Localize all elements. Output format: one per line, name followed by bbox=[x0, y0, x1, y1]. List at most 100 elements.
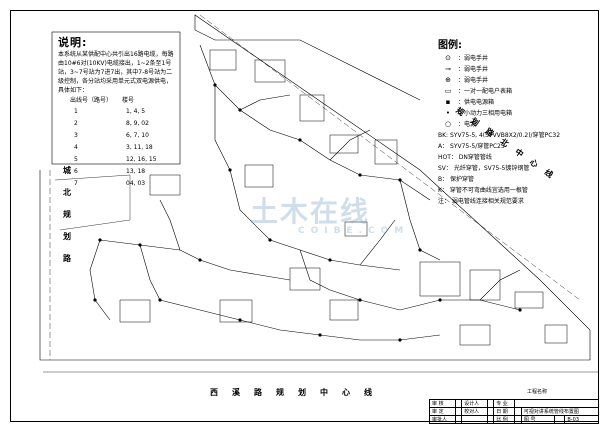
legend-label: A： SYV75-5/穿管PC25 bbox=[438, 143, 505, 150]
building-cell: 12, 16, 15 bbox=[126, 156, 157, 163]
legend-label: ：一对一配电户表箱 bbox=[458, 88, 513, 95]
legend-panel: 图例: ⊙ ：弱电手井 ⊸ ：弱电手井 ⊕ ：弱电手井 ▭：一对一配电户表箱 ▪ ：供电… bbox=[438, 40, 588, 207]
title-cell: 比 例 bbox=[493, 415, 516, 424]
building bbox=[469, 269, 501, 301]
building-cell: 8, 9, 02 bbox=[126, 120, 149, 127]
line-cell: 1 bbox=[74, 108, 78, 115]
line-cell: 5 bbox=[74, 156, 78, 163]
legend-label: SV： 光纤穿管，SV75-5镀锌钢管 bbox=[438, 165, 530, 172]
legend-item: K： 穿管不可弯曲线宜选用一根管 bbox=[438, 185, 588, 196]
legend-label: ：电源 bbox=[458, 121, 477, 128]
building-cell: 3, 11, 18 bbox=[126, 144, 153, 151]
legend-label: ：弱电手井 bbox=[458, 55, 489, 62]
legend-item: B： 保护穿管 bbox=[438, 174, 588, 185]
legend-item: ⊙ ：弱电手井 bbox=[438, 53, 588, 64]
legend-item: HOT： DN穿管管线 bbox=[438, 152, 588, 163]
legend-label: B： 保护穿管 bbox=[438, 176, 475, 183]
legend-item: A： SYV75-5/穿管PC25 bbox=[438, 141, 588, 152]
legend-label: ：小动力三相用电箱 bbox=[458, 110, 513, 117]
legend-label: K： 穿管不可弯曲线宜选用一根管 bbox=[438, 187, 528, 194]
title-cell bbox=[554, 415, 566, 424]
notes-box bbox=[51, 31, 181, 165]
dot-icon: • bbox=[445, 109, 451, 117]
title-block-row: 审 定 校对人 日 期 可视对讲系统管线布置图 bbox=[429, 407, 600, 416]
legend-label: 注： 弱电管线连接相关规范要求 bbox=[438, 198, 524, 205]
legend-item: ○ ：电源 bbox=[438, 119, 588, 130]
title-cell bbox=[514, 415, 522, 424]
building bbox=[254, 59, 286, 83]
title-block-row: 审 核 设计人 专 业 bbox=[429, 399, 599, 408]
building bbox=[344, 221, 368, 237]
legend-title: 图例: bbox=[438, 40, 462, 51]
building bbox=[544, 324, 568, 344]
legend-item: ▪ ：供电电源箱 bbox=[438, 97, 588, 108]
building bbox=[514, 291, 544, 309]
table-row: 1 1, 4, 5 bbox=[70, 108, 167, 120]
legend-label: BK: SYV75-5, 4(SPVVB8X2/0.2)/穿管PC32 bbox=[438, 132, 561, 139]
table-row: 3 6, 7, 10 bbox=[70, 132, 167, 144]
drawing-number: B-03 bbox=[564, 415, 599, 424]
building bbox=[219, 299, 253, 323]
road-label-left: 城北规划路 bbox=[63, 166, 71, 263]
building bbox=[209, 49, 237, 71]
site-boundary bbox=[39, 14, 591, 361]
line-cell: 4 bbox=[74, 144, 78, 151]
title-cell: 设计人 bbox=[461, 399, 488, 408]
watermark-main: 土木在线 bbox=[250, 195, 371, 228]
notes-title: 说明: bbox=[58, 36, 88, 49]
parcel-line bbox=[54, 174, 131, 231]
building bbox=[244, 164, 274, 188]
legend-item: SV： 光纤穿管，SV75-5镀锌钢管 bbox=[438, 163, 588, 174]
title-cell: 图 号 bbox=[520, 415, 556, 424]
building bbox=[419, 261, 461, 297]
road-label-bottom: 西溪路规划中心线 bbox=[210, 388, 386, 397]
table-row: 4 3, 11, 18 bbox=[70, 144, 167, 156]
building-cell: 6, 7, 10 bbox=[126, 132, 149, 139]
building-cell: 1, 4, 5 bbox=[126, 108, 146, 115]
title-block-row: 审批人 比 例 图 号 B-03 bbox=[429, 415, 599, 424]
table-header-building: 楼号 bbox=[122, 97, 135, 104]
line-dot-icon: ⊸ bbox=[445, 65, 451, 73]
legend-label: ：弱电手井 bbox=[458, 66, 489, 73]
circle-cross-icon: ⊕ bbox=[445, 76, 451, 84]
legend-item: BK: SYV75-5, 4(SPVVB8X2/0.2)/穿管PC32 bbox=[438, 130, 588, 141]
building bbox=[149, 174, 181, 196]
circle-icon: ○ bbox=[444, 120, 452, 128]
building bbox=[119, 299, 151, 323]
line-cell: 7 bbox=[74, 180, 78, 187]
watermark-logo: 土木在线 COIBE.COM bbox=[250, 190, 409, 236]
table-header-line: 出线号（路号） bbox=[70, 97, 113, 104]
legend-label: ：弱电手井 bbox=[458, 77, 489, 84]
legend-label: ：供电电源箱 bbox=[458, 99, 495, 106]
line-cell: 2 bbox=[74, 120, 78, 127]
road-centerline-right bbox=[199, 14, 581, 301]
legend-item: ▭：一对一配电户表箱 bbox=[438, 86, 588, 97]
building bbox=[329, 134, 359, 154]
watermark-sub: COIBE.COM bbox=[298, 226, 410, 236]
line-cell: 3 bbox=[74, 132, 78, 139]
legend-label: HOT： DN穿管管线 bbox=[438, 154, 492, 161]
title-cell bbox=[514, 399, 599, 408]
title-cell: 专 业 bbox=[493, 399, 516, 408]
building bbox=[289, 267, 321, 291]
drawing-title: 可视对讲系统管线布置图 bbox=[520, 407, 600, 416]
title-cell: 审批人 bbox=[429, 415, 456, 424]
title-cell: 审 核 bbox=[429, 399, 456, 408]
square-small-icon: ▪ bbox=[445, 98, 451, 106]
title-cell: 审 定 bbox=[429, 407, 456, 416]
title-cell: 日 期 bbox=[493, 407, 516, 416]
notes-paragraph: 本系统从某供配中心共引出16路电缆，每路由10#6对(10KV)电缆接出，1~2… bbox=[58, 51, 174, 94]
building bbox=[459, 324, 491, 346]
legend-item: ⊕ ：弱电手井 bbox=[438, 75, 588, 86]
project-name-label: 工程名称 bbox=[527, 389, 548, 395]
title-cell bbox=[461, 415, 488, 424]
legend-item: ⊸ ：弱电手井 bbox=[438, 64, 588, 75]
building bbox=[329, 299, 359, 321]
building-cell: 04, 03 bbox=[126, 180, 146, 187]
circle-dot-icon: ⊙ bbox=[445, 54, 451, 62]
building bbox=[374, 139, 398, 165]
node-markers bbox=[93, 83, 522, 342]
